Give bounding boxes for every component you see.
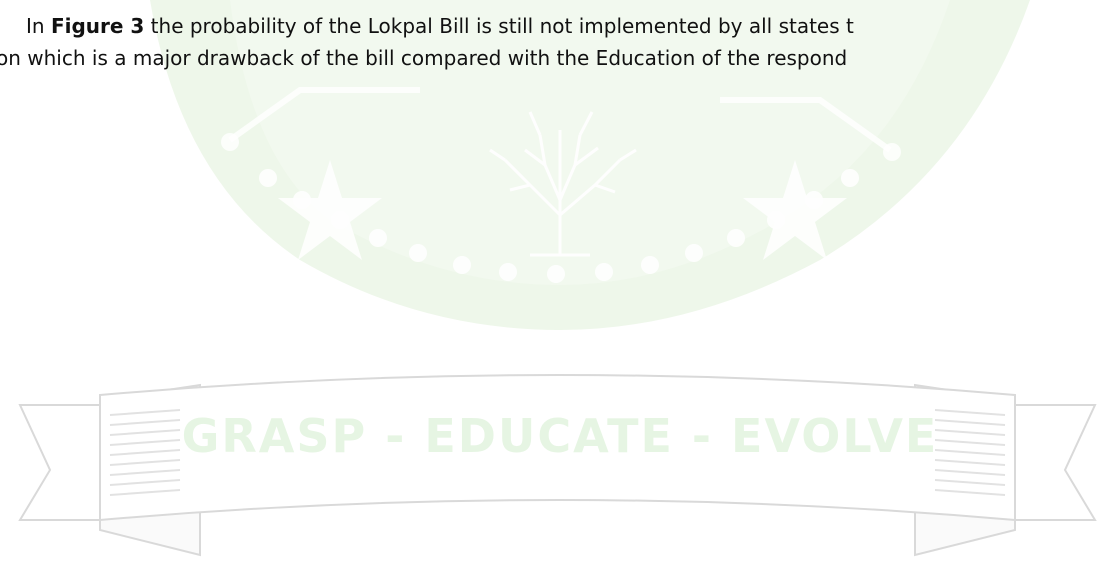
tree-icon <box>489 111 637 257</box>
watermark-motto: GRASP - EDUCATE - EVOLVE <box>182 409 939 463</box>
line1-suffix: the probability of the Lokpal Bill is st… <box>144 14 854 38</box>
star-icon <box>278 160 382 260</box>
line1-prefix: In <box>26 14 51 38</box>
body-text-line-2: on which is a major drawback of the bill… <box>0 46 847 70</box>
body-text-line-1: In Figure 3 the probability of the Lokpa… <box>26 14 854 38</box>
watermark-ribbon <box>18 374 1097 557</box>
star-icon <box>743 160 847 260</box>
watermark-emblem <box>150 0 1030 330</box>
line2-text: on which is a major drawback of the bill… <box>0 46 848 70</box>
figure-reference: Figure 3 <box>50 14 145 38</box>
